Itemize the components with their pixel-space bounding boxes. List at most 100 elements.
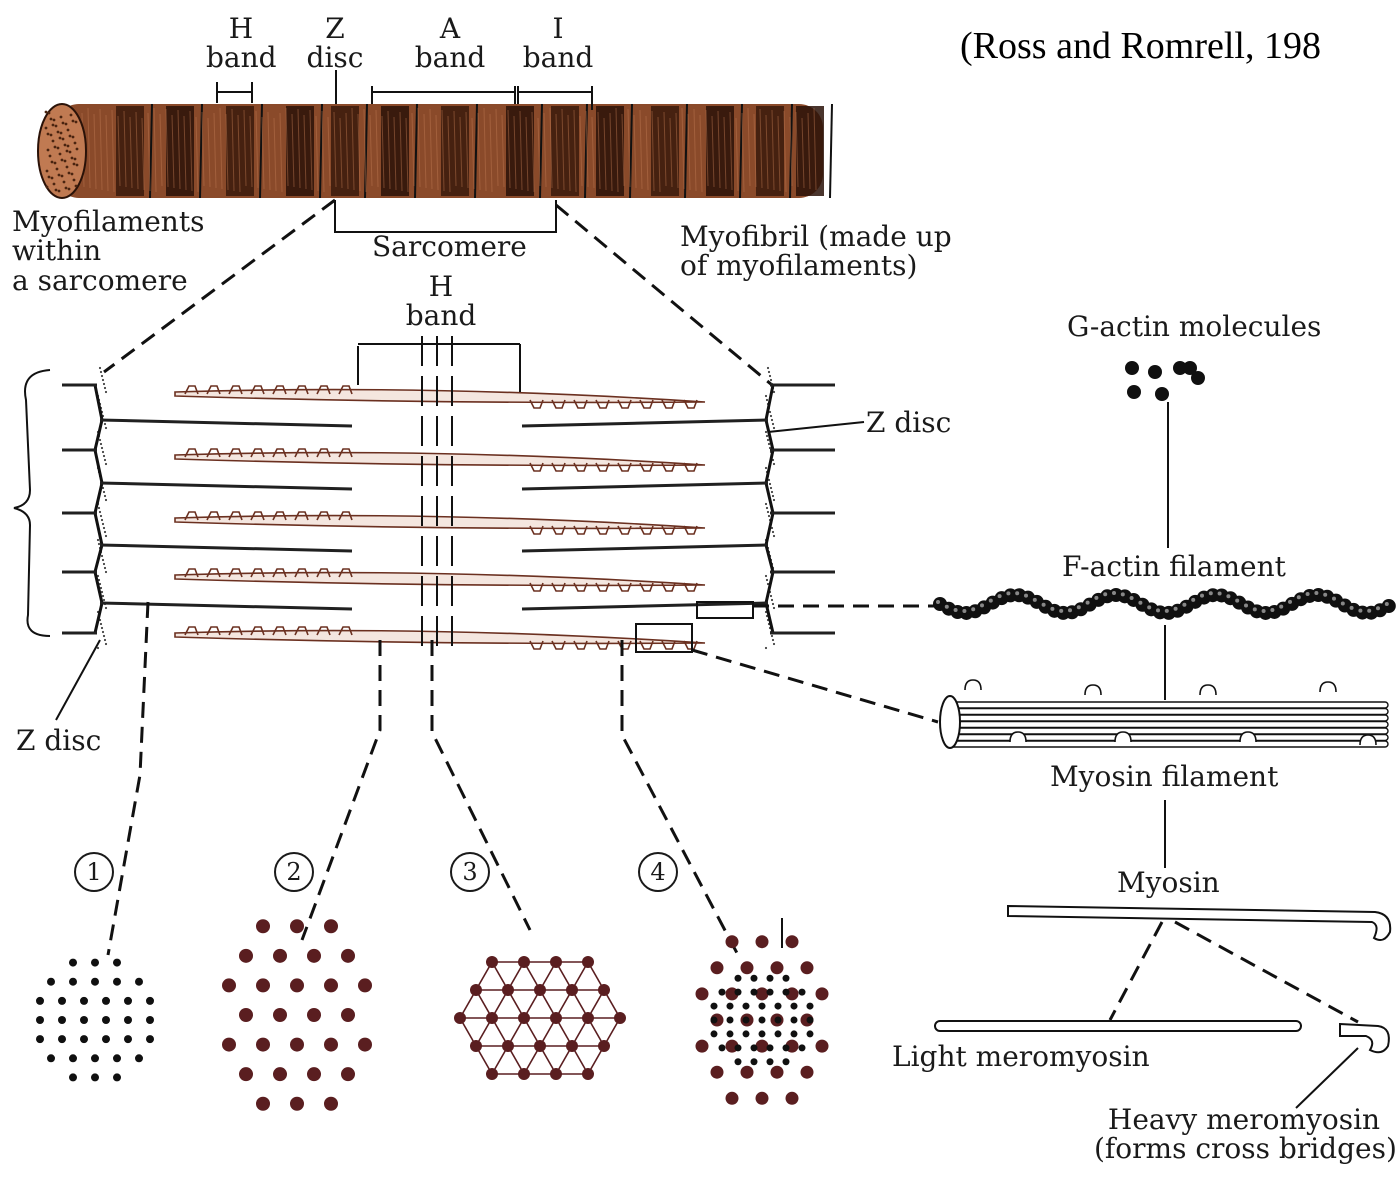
label-h-band-top: H band [206,14,276,73]
f-actin-highlight [936,600,940,604]
thin-filament-right [522,420,768,426]
cross-section-3-node [502,984,514,996]
cross-section-3-node [550,1068,562,1080]
z-disc-stipple [765,395,767,397]
z-disc-stipple [102,523,104,525]
thick-filament-shaft [175,453,705,466]
z-disc-stipple [105,643,107,645]
z-disc-stipple [105,463,107,465]
z-disc-stipple [105,535,107,537]
z-disc-stipple [104,387,106,389]
cross-section-dot [719,1044,726,1051]
z-disc-stipple [770,415,772,417]
cross-section-dot [759,1003,766,1010]
myofibril-end-dot [64,144,67,147]
cross-section-dot [58,997,66,1005]
cross-section-dot [743,1003,750,1010]
z-disc-right-leader [768,422,864,432]
cross-section-number-2: 2 [274,852,314,892]
thick-filament-shaft [175,390,705,403]
myosin-filament-rod [948,722,1388,728]
myosin-filament-head [1115,732,1131,742]
cross-section-dot [273,1008,287,1022]
f-actin-highlight [1385,602,1389,606]
myofibril-cylinder [38,104,832,198]
cross-section-dot [727,1017,734,1024]
z-disc-stipple [101,627,103,629]
cross-section-dot [256,1097,270,1111]
cross-section-dot [69,959,77,967]
cross-section-3-node [534,1040,546,1052]
myofibril-end-dot [52,140,55,143]
cross-section-dot [146,997,154,1005]
myofibril-end-dot [58,190,61,193]
f-actin-highlight [1226,594,1230,598]
cross-section-dot [711,1030,718,1037]
f-actin-highlight [1033,598,1037,602]
cross-section-dot [324,919,338,933]
cross-section-dot [36,997,44,1005]
cross-section-dot [324,1097,338,1111]
myosin-highlight-box [636,624,692,652]
cross-section-3-node [518,1012,530,1024]
cross-section-dot [756,1040,769,1053]
cross-section-dot [751,975,758,982]
f-actin-highlight [998,594,1002,598]
g-actin-molecule [1127,385,1141,399]
z-disc-stipple [766,579,768,581]
myofibril-end-dot [63,181,66,184]
cross-section-dot [741,1066,754,1079]
myofibril-end-dot [62,122,65,125]
thick-filament [175,386,705,408]
myofibril-end-dot [48,112,51,115]
myofibril-end-dot [65,123,68,126]
myosin-filament-head [965,680,981,690]
f-actin-highlight [1165,609,1169,613]
cross-section-dot [58,1016,66,1024]
f-actin-highlight [1288,600,1292,604]
myofibril-end-dot [70,114,73,117]
cross-section-dot [146,1035,154,1043]
myofibril-end-dot [58,174,61,177]
cross-section-dot [80,1035,88,1043]
f-actin-highlight [1024,594,1028,598]
myofibril-end-dot [59,153,62,156]
g-actin-molecule [1148,365,1162,379]
citation: (Ross and Romrell, 198 [960,24,1321,68]
f-actin-highlight [1262,609,1266,613]
cross-section-dot [256,919,270,933]
z-disc-stipple [101,591,103,593]
h-band-bracket-mid [358,344,520,392]
myofibril-end-dot [49,155,52,158]
myofibril-end-dot [71,173,74,176]
cross-section-dot [91,1054,99,1062]
z-disc-stipple [772,531,774,533]
f-actin-highlight [989,599,993,603]
cross-section-dot [783,1044,790,1051]
cross-section-dot [696,987,709,1000]
z-disc-stipple [766,507,768,509]
cross-section-dot [783,989,790,996]
myosin-filament-rod [948,709,1388,715]
z-disc-stipple [765,467,767,469]
cross-section-dot [358,978,372,992]
myosin-to-hmm-line [1175,922,1358,1022]
cross-section-3-node [582,956,594,968]
f-actin-highlight [1068,608,1072,612]
cross-section-dot [80,1016,88,1024]
cross-section-dot [102,1016,110,1024]
cross-section-3-node [582,1068,594,1080]
myofibril-end-dot [50,118,53,121]
thick-filament [175,627,705,649]
cross-section-dot [767,989,774,996]
z-disc-stipple [765,431,767,433]
cross-section-3-lattice [454,956,626,1080]
cross-section-dot [358,1038,372,1052]
z-disc-stipple [103,527,105,529]
myofibril-end-dot [75,121,78,124]
z-disc-stipple [100,623,102,625]
cross-section-dot [113,1073,121,1081]
f-actin-highlight [1112,591,1116,595]
z-disc-stipple [100,371,102,373]
myofibril-end-dot [64,160,67,163]
